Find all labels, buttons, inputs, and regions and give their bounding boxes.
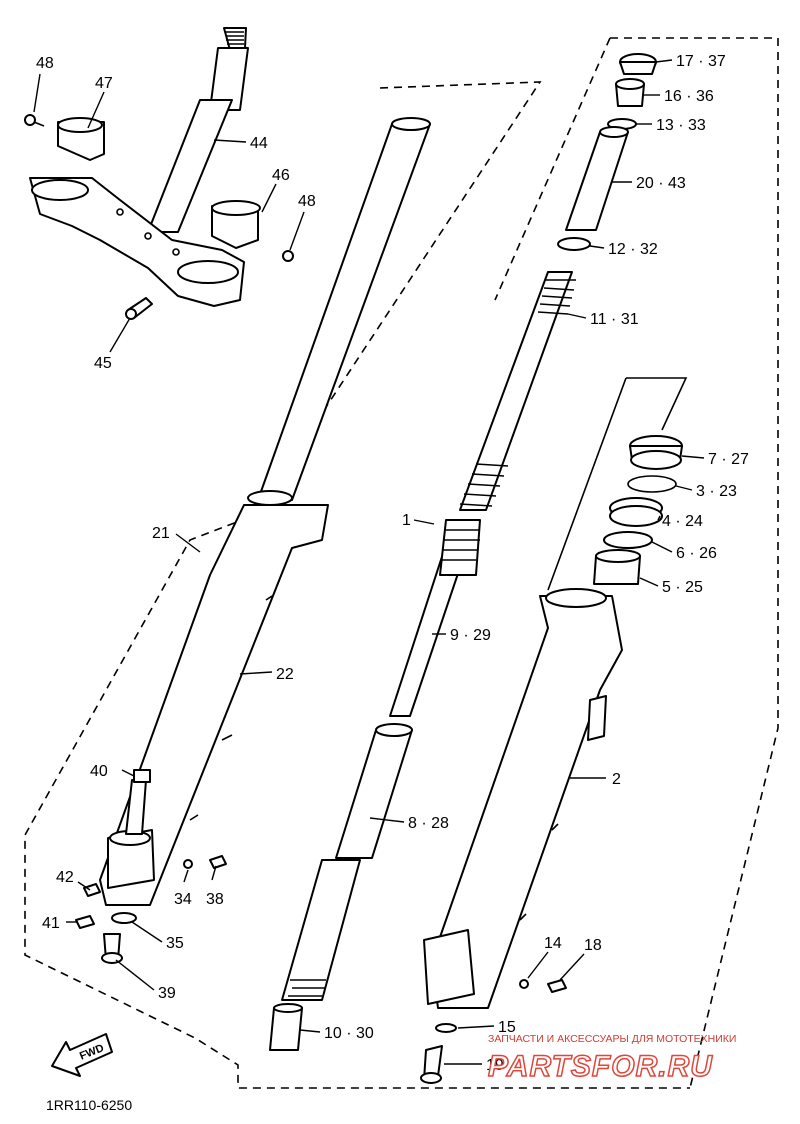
- damper-rod-9: [389, 519, 481, 717]
- bracket-line-right: [626, 377, 688, 431]
- callout-10-30: 10 · 30: [324, 1025, 374, 1042]
- bolt-48b: [282, 250, 294, 262]
- bracket-line-right-left: [547, 377, 627, 591]
- callout-40: 40: [90, 763, 108, 780]
- oil-lock-10: [269, 1003, 303, 1051]
- cap-bolt-16: [615, 78, 645, 107]
- seals-7: [629, 435, 683, 470]
- left-assembly-outline: [24, 81, 690, 1089]
- callout-48b: 48: [298, 193, 316, 210]
- callout-21: 21: [152, 525, 170, 542]
- diagram-code: 1RR110-6250: [46, 1097, 132, 1113]
- callout-35: 35: [166, 935, 184, 952]
- steering-stem: [147, 27, 249, 233]
- callout-41: 41: [42, 915, 60, 932]
- callout-44: 44: [250, 135, 268, 152]
- seat-12: [557, 237, 591, 251]
- callout-7-27: 7 · 27: [708, 451, 749, 468]
- outer-tube-2: [423, 588, 623, 1009]
- bushing-5: [593, 549, 641, 585]
- small-parts-right: [420, 979, 567, 1084]
- leader-lines: [33, 59, 705, 1065]
- callout-20-43: 20 · 43: [636, 175, 686, 192]
- callout-4-24: 4 · 24: [662, 513, 703, 530]
- callout-18: 18: [584, 937, 602, 954]
- callout-9-29: 9 · 29: [450, 627, 491, 644]
- callout-14: 14: [544, 935, 562, 952]
- bracket-clamp-46: [211, 200, 261, 249]
- watermark-tagline: ЗАПЧАСТИ И АКСЕССУАРЫ ДЛЯ МОТОТЕХНИКИ: [488, 1033, 736, 1045]
- washer-6: [603, 531, 653, 549]
- fwd-arrow-icon: FWD: [51, 1033, 113, 1077]
- callout-6-26: 6 · 26: [676, 545, 717, 562]
- callout-38: 38: [206, 891, 224, 908]
- callout-13-33: 13 · 33: [656, 117, 706, 134]
- callout-39: 39: [158, 985, 176, 1002]
- callout-45: 45: [94, 355, 112, 372]
- clip-3: [627, 475, 677, 493]
- under-bracket: [29, 177, 245, 307]
- callout-34: 34: [174, 891, 192, 908]
- callout-12-32: 12 · 32: [608, 241, 658, 258]
- small-parts-left: [75, 855, 227, 964]
- callout-16-36: 16 · 36: [664, 88, 714, 105]
- right-assembly-outline: [610, 37, 779, 1089]
- cap-17: [619, 53, 657, 75]
- callout-46: 46: [272, 167, 290, 184]
- bolt-48a: [24, 114, 45, 127]
- bolt-45: [125, 297, 153, 320]
- callout-8-28: 8 · 28: [408, 815, 449, 832]
- sleeve-lower: [281, 859, 361, 1001]
- watermark-logo: PARTSFOR.RU: [488, 1050, 713, 1083]
- callout-19: 19: [486, 1057, 504, 1074]
- callout-11-31: 11 · 31: [590, 311, 639, 328]
- callout-48a: 48: [36, 55, 54, 72]
- right-assembly-outline-left-edge: [494, 37, 611, 301]
- callout-22: 22: [276, 666, 294, 683]
- spacer-20: [565, 126, 629, 231]
- callout-2: 2: [612, 771, 621, 788]
- stem-cap-47: [57, 117, 105, 161]
- callout-5-25: 5 · 25: [662, 579, 703, 596]
- seal-4: [609, 497, 663, 527]
- outer-tube-22: [99, 490, 329, 906]
- callout-labels: 48 47 44 46 48 45 21 22 40 42 41 34 38 3…: [36, 53, 749, 1074]
- callout-1: 1: [402, 512, 411, 529]
- callout-47: 47: [95, 75, 113, 92]
- callout-17-37: 17 · 37: [676, 53, 726, 70]
- callout-3-23: 3 · 23: [696, 483, 737, 500]
- callout-15: 15: [498, 1019, 516, 1036]
- callout-42: 42: [56, 869, 74, 886]
- sleeve-8: [335, 723, 413, 859]
- bolt-40: [125, 769, 151, 835]
- spring-11: [459, 271, 576, 511]
